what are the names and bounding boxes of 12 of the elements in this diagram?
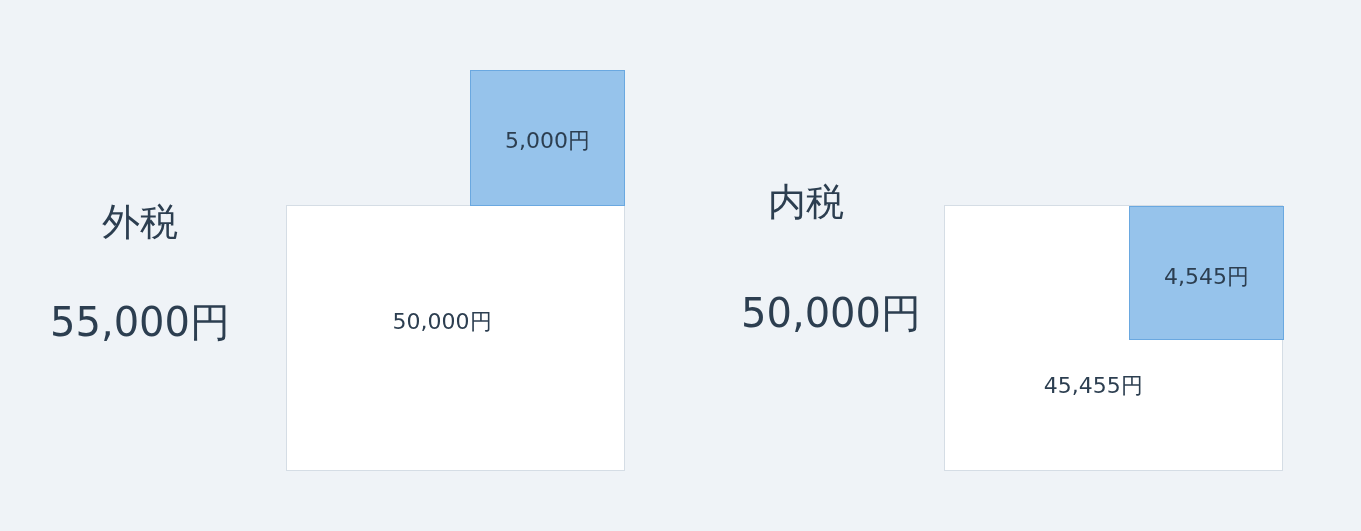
tax-type-heading: 内税	[768, 180, 844, 224]
tax-type-heading: 外税	[102, 200, 178, 244]
amount-text: 50,000円	[392, 309, 492, 336]
amount-text: 4,545円	[1164, 263, 1249, 290]
tax-amount-box	[1129, 206, 1284, 340]
price-amount-box	[944, 205, 1283, 471]
total-amount-text: 50,000円	[741, 290, 921, 336]
amount-text: 5,000円	[505, 127, 590, 154]
amount-text: 45,455円	[1043, 372, 1143, 399]
tax-amount-box	[470, 70, 625, 206]
total-amount-text: 55,000円	[50, 299, 230, 345]
price-amount-box	[286, 205, 625, 471]
